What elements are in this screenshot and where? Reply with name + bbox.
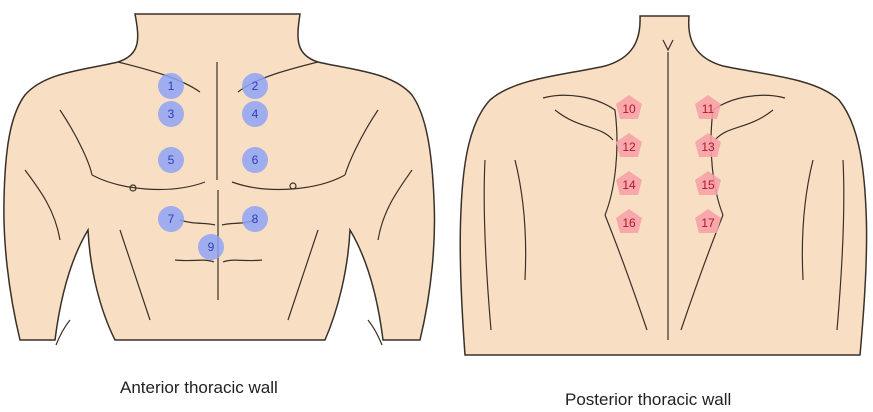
anterior-point-label: 9: [208, 240, 215, 254]
anterior-torso-illustration: 1 2 3 4 5 6 7 8 9: [0, 0, 440, 372]
posterior-point-label: 11: [702, 102, 715, 116]
anterior-point-label: 8: [252, 212, 259, 226]
posterior-point-label: 12: [622, 140, 636, 154]
anterior-point-6: 6: [242, 147, 268, 173]
anterior-point-7: 7: [158, 206, 184, 232]
anterior-point-1: 1: [158, 73, 184, 99]
anterior-point-5: 5: [158, 147, 184, 173]
anterior-point-label: 6: [252, 153, 259, 167]
anterior-point-4: 4: [242, 101, 268, 127]
anterior-point-label: 5: [168, 153, 175, 167]
posterior-caption: Posterior thoracic wall: [565, 390, 731, 410]
posterior-point-label: 14: [622, 178, 636, 192]
posterior-point-label: 13: [701, 140, 715, 154]
posterior-point-label: 15: [701, 178, 715, 192]
anterior-point-label: 4: [252, 107, 259, 121]
anterior-point-8: 8: [242, 206, 268, 232]
anterior-point-label: 7: [168, 212, 175, 226]
anterior-point-3: 3: [158, 101, 184, 127]
anterior-point-label: 1: [168, 79, 175, 93]
posterior-panel: 10 11 12 13 14 15 16 17: [455, 0, 873, 372]
posterior-point-label: 17: [701, 216, 715, 230]
anterior-point-label: 2: [252, 79, 259, 93]
posterior-point-label: 16: [622, 216, 636, 230]
anterior-torso-body: [4, 14, 435, 340]
posterior-torso-illustration: 10 11 12 13 14 15 16 17: [455, 0, 873, 372]
posterior-torso-body: [460, 16, 866, 355]
anterior-point-2: 2: [242, 73, 268, 99]
posterior-point-label: 10: [622, 102, 636, 116]
anterior-point-9: 9: [198, 234, 224, 260]
anterior-panel: 1 2 3 4 5 6 7 8 9: [0, 0, 440, 372]
anterior-caption: Anterior thoracic wall: [120, 378, 278, 398]
anterior-point-label: 3: [168, 107, 175, 121]
